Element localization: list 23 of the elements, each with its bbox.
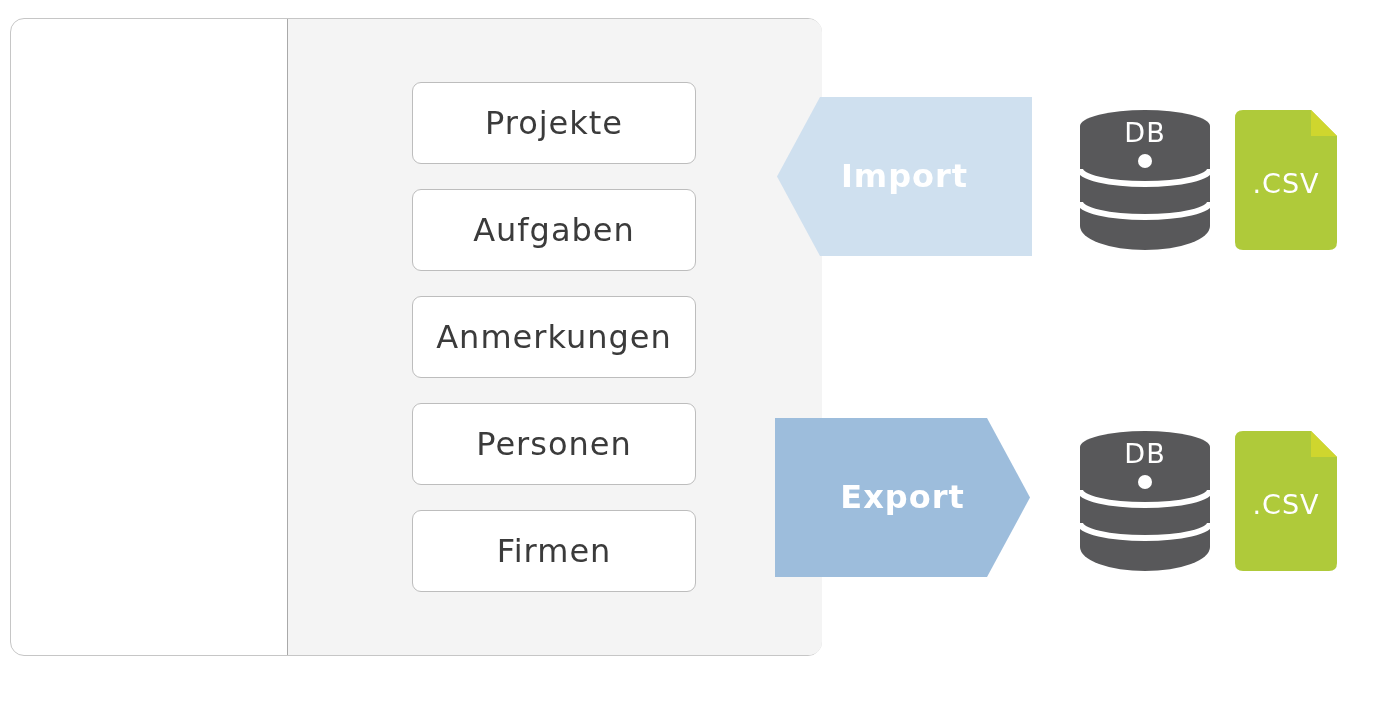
application-panel: [10, 18, 822, 656]
module-card: [412, 82, 696, 164]
module-card: [412, 403, 696, 485]
import-arrow: [777, 97, 1032, 256]
module-label: Personen: [476, 425, 632, 463]
action-label: Export: [840, 479, 965, 516]
export-arrow: [775, 418, 1030, 577]
module-card: [412, 296, 696, 378]
file-type-label: .CSV: [1252, 168, 1320, 200]
module-card: [412, 189, 696, 271]
module-label: Aufgaben: [473, 211, 635, 249]
module-label: Firmen: [496, 532, 612, 570]
database-label: DB: [1124, 438, 1166, 470]
module-card: [412, 510, 696, 592]
module-panel: [287, 19, 822, 655]
file-type-label: .CSV: [1252, 489, 1320, 521]
module-label: Anmerkungen: [436, 318, 672, 356]
module-label: Projekte: [484, 104, 624, 142]
database-label: DB: [1124, 117, 1166, 149]
database-cylinder: [1080, 110, 1210, 250]
database-cylinder: [1080, 431, 1210, 571]
file-shape: [1235, 110, 1337, 250]
file-shape: [1235, 431, 1337, 571]
